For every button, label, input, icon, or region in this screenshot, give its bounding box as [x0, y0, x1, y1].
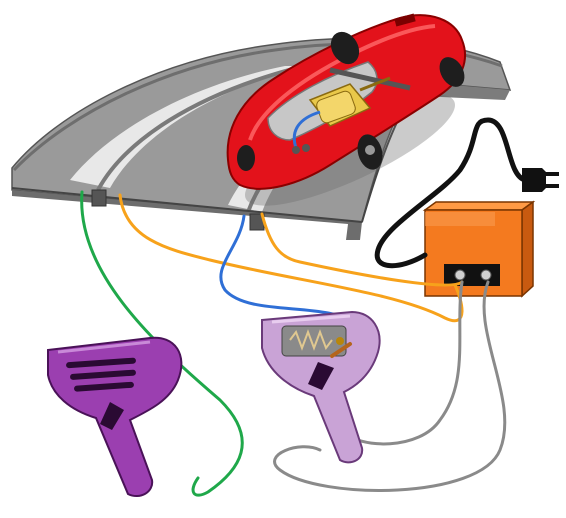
- transformer-icon: [425, 202, 533, 296]
- hand-controller-icon: [48, 338, 181, 496]
- car-wheel-rear-left: [237, 145, 255, 171]
- terminal-right: [481, 270, 491, 280]
- power-terminals: [444, 264, 500, 286]
- track-groove-block-left: [92, 190, 106, 206]
- terminal-left: [455, 270, 465, 280]
